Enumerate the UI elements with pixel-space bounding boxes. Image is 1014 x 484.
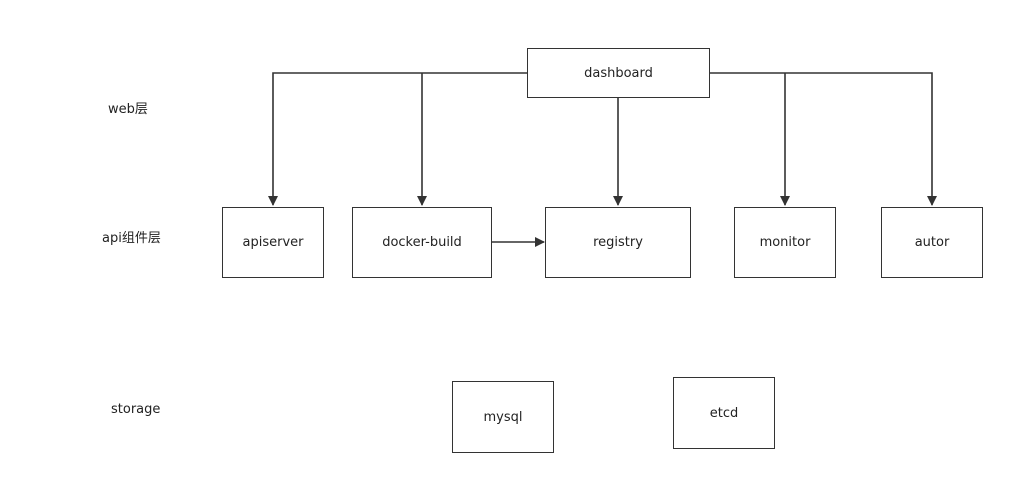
node-registry[interactable]: registry bbox=[545, 207, 691, 278]
node-etcd[interactable]: etcd bbox=[673, 377, 775, 449]
layer-label-api: api组件层 bbox=[102, 231, 161, 246]
node-docker-build[interactable]: docker-build bbox=[352, 207, 492, 278]
edge-dashboard-autor bbox=[709, 72, 937, 206]
node-mysql[interactable]: mysql bbox=[452, 381, 554, 453]
layer-label-web: web层 bbox=[108, 102, 148, 117]
node-monitor[interactable]: monitor bbox=[734, 207, 836, 278]
layer-label-storage: storage bbox=[111, 402, 161, 417]
edge-dashboard-apiserver bbox=[268, 72, 527, 206]
node-autor[interactable]: autor bbox=[881, 207, 983, 278]
node-dashboard[interactable]: dashboard bbox=[527, 48, 710, 98]
node-apiserver[interactable]: apiserver bbox=[222, 207, 324, 278]
